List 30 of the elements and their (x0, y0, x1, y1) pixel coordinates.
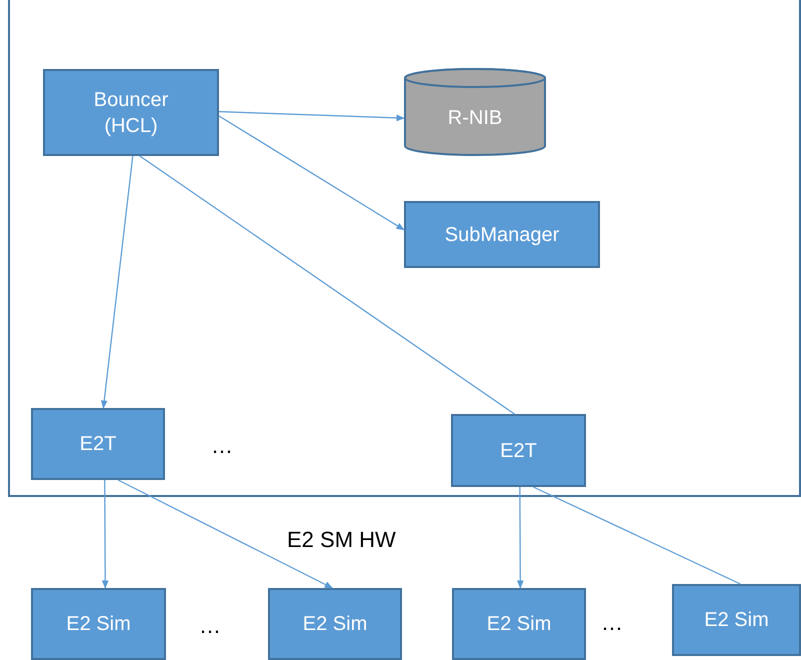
process-box (268, 588, 402, 660)
process-box (672, 584, 801, 656)
frame-border (8, 0, 801, 497)
arrow (516, 487, 524, 589)
process-box (31, 408, 165, 480)
connector-line (533, 486, 741, 585)
process-box (451, 414, 586, 487)
node-label: E2T (500, 438, 537, 464)
node-label: E2 Sim (704, 608, 769, 633)
arrow (218, 115, 405, 230)
node-label: SubManager (444, 222, 560, 248)
node-label: E2 Sim (66, 612, 131, 637)
arrow (118, 479, 334, 589)
node-label: E2T (80, 432, 116, 457)
connector-line (139, 156, 515, 414)
process-box (31, 588, 166, 660)
arrow (100, 156, 134, 409)
node-label: Bouncer (HCL) (92, 88, 170, 138)
node-label: R-NIB (448, 106, 502, 131)
ellipsis-text: … (211, 433, 233, 459)
process-box (452, 588, 586, 660)
ellipsis-text: … (601, 610, 623, 636)
node-label: E2 Sim (302, 612, 368, 637)
annotation-text: E2 SM HW (287, 527, 396, 553)
ellipsis-text: … (199, 613, 221, 639)
node-label: E2 Sim (486, 612, 552, 637)
arrow (218, 111, 405, 122)
arrow (102, 480, 109, 589)
process-box (43, 69, 219, 156)
process-box (404, 201, 600, 268)
